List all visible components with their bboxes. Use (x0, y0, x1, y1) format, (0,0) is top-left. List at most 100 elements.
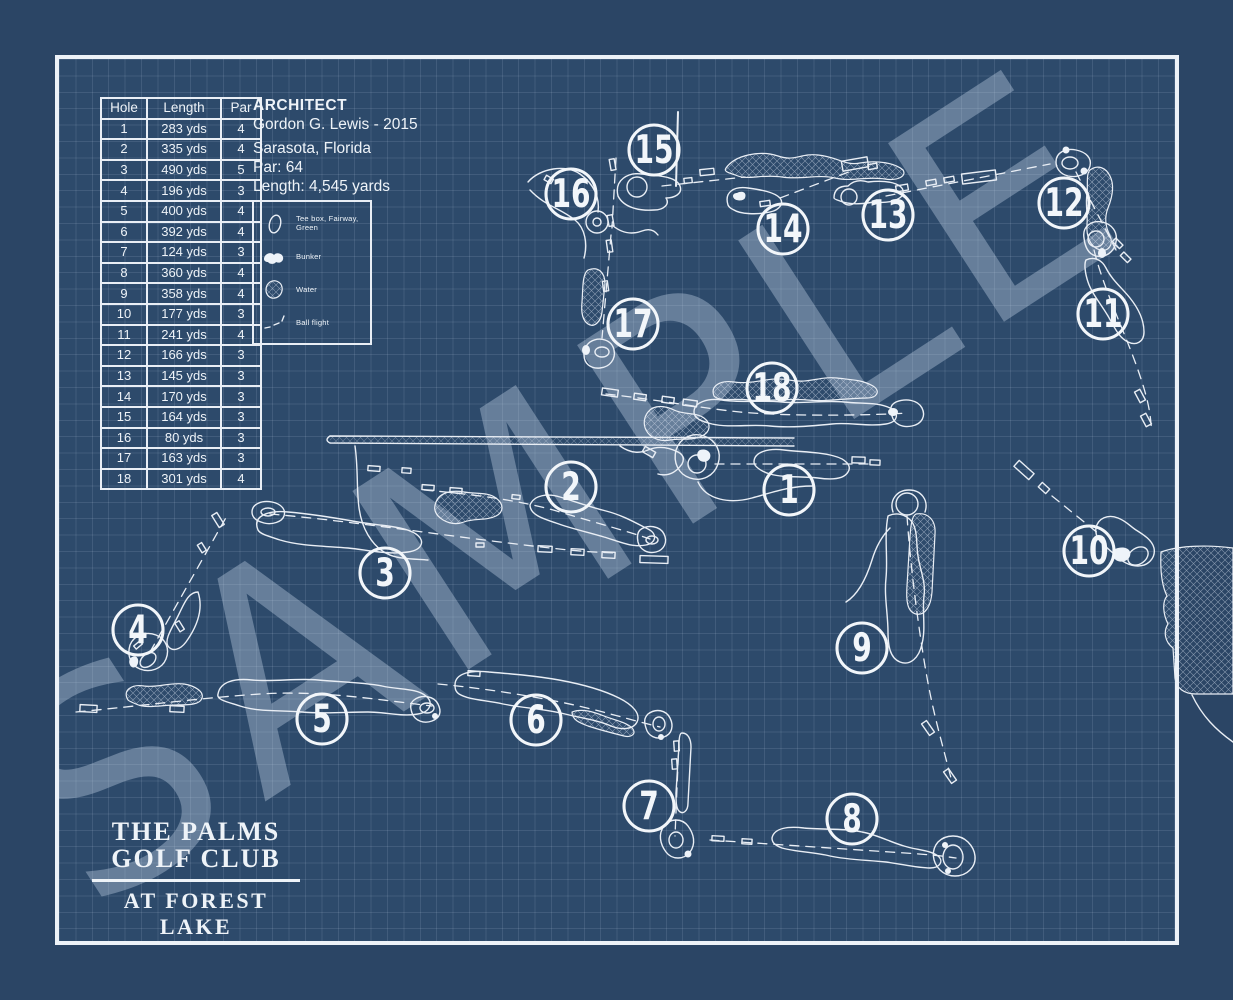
water-icon (260, 278, 290, 302)
hole-4-art (128, 511, 229, 672)
course-par: Par: 64 (253, 159, 303, 176)
legend-item-ball-flight: Ball flight (260, 311, 366, 335)
hole-6-marker (509, 693, 563, 747)
bunker-icon (260, 245, 290, 269)
hole-6-marker-number: 6 (526, 697, 546, 743)
table-header-row: Hole Length Par (100, 97, 262, 120)
header-hole: Hole (100, 97, 148, 120)
hole-9-marker-number: 9 (852, 625, 872, 671)
hole-11-marker-number: 11 (1083, 291, 1122, 337)
legend-item-water: Water (260, 278, 366, 302)
legend-item-bunker: Bunker (260, 245, 366, 269)
hole-2-marker-number: 2 (561, 464, 581, 510)
hole-13-marker-number: 13 (868, 192, 907, 238)
hole-17-art (582, 157, 617, 369)
hole-4-marker-number: 4 (128, 607, 148, 653)
hole-7-marker (622, 779, 676, 833)
legend-label: Water (296, 284, 317, 294)
tee-fairway-green-icon (260, 212, 290, 236)
legend-item-tee-fairway-green: Tee box, Fairway, Green (260, 212, 366, 236)
title-block: THE PALMS GOLF CLUB AT FOREST LAKE (92, 818, 300, 940)
hole-1-marker (762, 463, 816, 517)
legend-box: Tee box, Fairway, Green Bunker Water Bal… (252, 200, 372, 345)
architect-heading: ARCHITECT (253, 97, 348, 114)
club-title-line1: THE PALMS (111, 817, 281, 846)
hole-14-marker-number: 14 (763, 206, 802, 252)
hole-7-art (659, 732, 695, 859)
architect-name: Gordon G. Lewis - 2015 (253, 116, 418, 133)
hole-2-art (367, 464, 667, 554)
hole-6-art (437, 669, 673, 740)
hole-8-marker (825, 792, 879, 846)
header-par: Par (220, 97, 262, 120)
hole-4-marker (111, 603, 165, 657)
hole-3-marker-number: 3 (375, 550, 395, 596)
club-title-line3: AT FOREST LAKE (123, 888, 269, 939)
hole-18-marker (745, 361, 799, 415)
hole-3-art (251, 500, 669, 565)
course-location: Sarasota, Florida (253, 140, 372, 157)
hole-15-art (611, 111, 746, 236)
hole-12-marker-number: 12 (1044, 180, 1083, 226)
hole-17-marker (606, 297, 660, 351)
architect-block: ARCHITECT Gordon G. Lewis - 2015 Sarasot… (253, 96, 513, 196)
hole-8-art (709, 826, 976, 877)
hole-14-art (726, 156, 879, 215)
hole-5-marker (295, 692, 349, 746)
header-length: Length (146, 97, 222, 120)
hole-15-marker-number: 15 (634, 127, 673, 173)
title-divider (92, 879, 300, 882)
hole-16-marker (544, 167, 598, 221)
legend-label: Tee box, Fairway, Green (296, 214, 359, 232)
hole-13-marker (861, 188, 915, 242)
hole-15-marker (627, 123, 681, 177)
hole-7-marker-number: 7 (639, 783, 659, 829)
club-title-line2: GOLF CLUB (111, 844, 281, 873)
legend-label: Ball flight (296, 317, 330, 327)
hole-13-art (833, 163, 1051, 206)
hole-11-art (1083, 220, 1153, 433)
hole-14-marker (756, 202, 810, 256)
hole-2-marker (544, 460, 598, 514)
hole-17-marker-number: 17 (613, 301, 652, 347)
hole-9-art (845, 489, 958, 785)
hole-5-marker-number: 5 (312, 696, 332, 742)
hole-11-marker (1076, 287, 1130, 341)
hole-12-marker (1037, 176, 1091, 230)
hole-10-marker-number: 10 (1069, 528, 1108, 574)
ball-flight-icon (260, 311, 290, 335)
hole-18-marker-number: 18 (752, 365, 791, 411)
hole-5-art (75, 678, 441, 723)
hole-10-marker (1062, 524, 1116, 578)
hole-8-marker-number: 8 (842, 796, 862, 842)
hole-3-marker (358, 546, 412, 600)
hole-1-marker-number: 1 (779, 467, 799, 513)
course-length: Length: 4,545 yards (253, 178, 391, 195)
hole-16-marker-number: 16 (551, 171, 590, 217)
hole-9-marker (835, 621, 889, 675)
hole-12-art (1055, 146, 1132, 264)
